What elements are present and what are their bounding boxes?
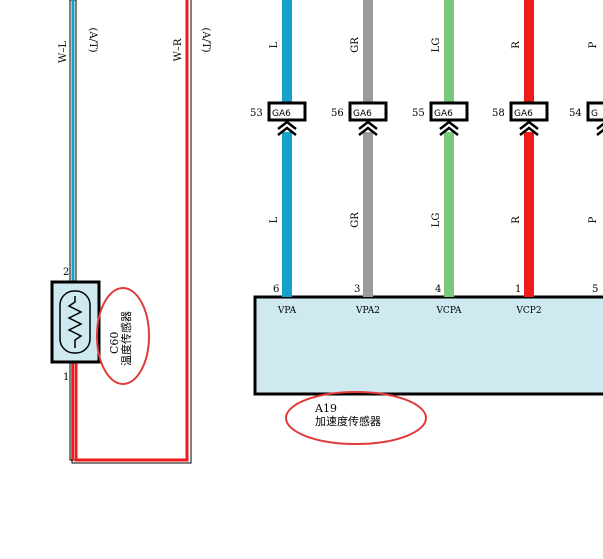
- wr-note: (A/T): [200, 27, 211, 52]
- connector-4-chevron-icon-2: [519, 126, 539, 136]
- temp-sensor-pin-top: 2: [63, 267, 69, 278]
- connector-4-signal: VCP2: [515, 306, 541, 316]
- connector-3-pin: 55: [412, 108, 425, 119]
- connector-1-pin: 53: [250, 108, 263, 119]
- temp-sensor-element: [59, 290, 91, 354]
- accel-sensor-name: 加速度传感器: [315, 414, 381, 428]
- connector-5-wire-bottom-label: P: [588, 216, 599, 223]
- connector-1-connector-code: GA6: [272, 109, 291, 119]
- connector-4-wire-top-label: R: [511, 41, 522, 49]
- connector-5-chevron-icon-2: [596, 128, 603, 136]
- connector-5-connector-box: [586, 101, 603, 122]
- connector-1-wire-bottom-label: L: [269, 216, 280, 223]
- connector-3-chevron-icon-2: [439, 126, 459, 136]
- connector-5-pin: 54: [569, 108, 582, 119]
- connector-1-connector-box: [267, 101, 307, 122]
- connector-3-wire-top-label: LG: [431, 38, 442, 53]
- accel-sensor: A19 加速度传感器: [253, 295, 603, 445]
- connector-1-wire-top-label: L: [269, 41, 280, 48]
- connector-4-chevron-icon: [519, 120, 539, 130]
- connector-2-sensor-pin: 3: [354, 284, 360, 295]
- temp-sensor-code: C60: [108, 332, 121, 354]
- accel-sensor-code: A19: [314, 402, 337, 415]
- accel-sensor-body: [253, 295, 603, 396]
- connector-5-chevron-icon: [596, 122, 603, 130]
- connector-1-chevron-icon: [277, 120, 297, 130]
- connector-3-connector-box: [429, 101, 469, 122]
- connector-5-connector-code: G: [591, 109, 598, 119]
- connector-4-wire-bottom-label: R: [511, 216, 522, 224]
- connector-2-wire-top-label: GR: [350, 37, 361, 53]
- connector-3-wire-bottom-label: LG: [431, 213, 442, 228]
- connector-2-chevron-icon: [358, 120, 378, 130]
- connector-2-connector-code: GA6: [353, 109, 372, 119]
- temp-sensor: 2 1 C60 温度传感器: [50, 267, 150, 385]
- connector-3-sensor-pin: 4: [435, 284, 441, 295]
- connector-4-pin: 58: [492, 108, 505, 119]
- temp-sensor-name: 温度传感器: [119, 311, 133, 366]
- connector-4-connector-box: [509, 101, 549, 122]
- wr-wire-outline: [71, 0, 192, 464]
- wl-label: W–L: [58, 41, 69, 63]
- connector-2-chevron-icon-2: [358, 126, 378, 136]
- connector-4-sensor-pin: 1: [515, 284, 521, 295]
- connector-5-wire-top-label: P: [588, 41, 599, 48]
- resistor-icon: [67, 296, 83, 348]
- connector-3-chevron-icon: [439, 120, 459, 130]
- wr-label: W–R: [173, 38, 184, 61]
- temp-sensor-annotation-ring: [96, 287, 150, 385]
- connector-3-signal: VCPA: [435, 306, 462, 316]
- wl-note: (A/T): [87, 27, 98, 52]
- wr-wire: [74, 0, 189, 462]
- left-harness: W–L (A/T) W–R (A/T): [58, 0, 211, 464]
- accel-sensor-annotation-ring: [285, 391, 427, 445]
- connector-2-connector-box: [348, 101, 388, 122]
- connector-1-sensor-pin: 6: [273, 284, 279, 295]
- connector-3-connector-code: GA6: [434, 109, 453, 119]
- connector-2-wire-bottom-label: GR: [350, 212, 361, 228]
- connector-2-signal: VPA2: [355, 306, 380, 316]
- connector-1-signal: VPA: [277, 306, 297, 316]
- connector-1-chevron-icon-2: [277, 126, 297, 136]
- temp-sensor-pin-bottom: 1: [63, 372, 69, 383]
- connector-4-connector-code: GA6: [514, 109, 533, 119]
- connector-2-pin: 56: [331, 108, 344, 119]
- connector-5-sensor-pin: 5: [592, 284, 598, 295]
